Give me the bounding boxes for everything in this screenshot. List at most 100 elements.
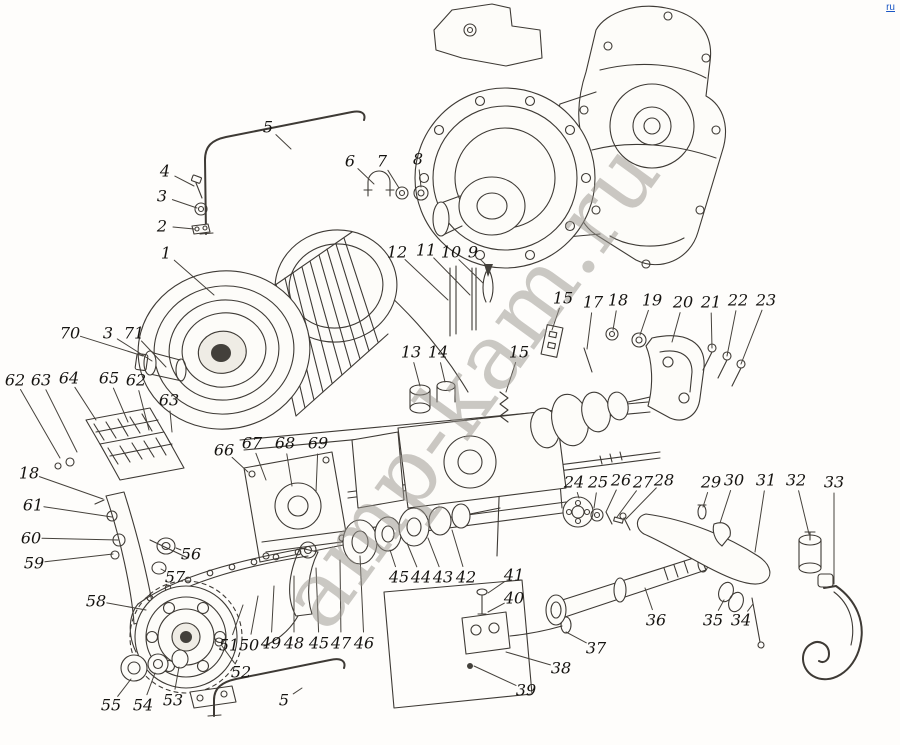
- part-label-49: 49: [260, 633, 282, 653]
- leader-line-53: [174, 666, 180, 690]
- leader-line-9: [480, 259, 488, 267]
- leader-line-60: [41, 537, 119, 541]
- leader-line-40: [487, 602, 505, 613]
- part-label-4: 4: [159, 161, 171, 181]
- leader-line-32: [798, 490, 810, 535]
- leader-line-55: [117, 678, 132, 697]
- leader-line-24: [576, 492, 580, 499]
- part-label-64: 64: [58, 368, 80, 388]
- leader-line-13: [413, 362, 421, 387]
- leader-line-18: [38, 476, 104, 500]
- part-label-43: 43: [432, 567, 454, 587]
- leader-line-61: [43, 506, 113, 518]
- leader-line-3: [171, 199, 198, 209]
- part-label-22: 22: [727, 290, 749, 310]
- hook-33: [802, 573, 863, 681]
- part-label-68: 68: [274, 433, 296, 453]
- leader-line-57: [160, 568, 166, 572]
- leader-line-36: [644, 587, 653, 611]
- part-label-2: 2: [156, 216, 168, 236]
- leader-line-63: [45, 389, 78, 453]
- part-label-3: 3: [102, 323, 114, 343]
- leader-line-17: [586, 312, 593, 350]
- leader-line-45: [389, 549, 396, 568]
- leader-line-10: [458, 259, 484, 284]
- leader-line-20: [671, 312, 681, 343]
- part-label-61: 61: [22, 495, 44, 515]
- part-label-8: 8: [412, 149, 424, 169]
- part-label-13: 13: [400, 342, 422, 362]
- leader-line-45: [315, 567, 320, 633]
- part-label-63: 63: [158, 390, 180, 410]
- part-label-33: 33: [823, 472, 845, 492]
- lever-assembly: [636, 504, 771, 649]
- leader-line-30: [719, 490, 732, 524]
- leader-line-54: [146, 672, 156, 696]
- part-label-11: 11: [415, 240, 437, 260]
- leader-line-12: [404, 259, 449, 301]
- part-label-52: 52: [230, 662, 252, 682]
- part-label-37: 37: [585, 638, 607, 658]
- leader-line-4: [174, 175, 195, 187]
- part-label-5: 5: [278, 690, 290, 710]
- bracket-20: [645, 335, 746, 421]
- coupling-discs: [530, 324, 673, 449]
- part-label-51: 51: [218, 635, 240, 655]
- part-label-23: 23: [755, 290, 777, 310]
- leader-line-44: [406, 542, 418, 568]
- leader-line-5: [275, 134, 292, 150]
- part-label-14: 14: [427, 342, 449, 362]
- part-label-28: 28: [653, 470, 675, 490]
- leader-line-64: [74, 386, 97, 421]
- part-label-70: 70: [59, 323, 81, 343]
- leader-line-25: [593, 492, 597, 509]
- part-label-18: 18: [18, 463, 40, 483]
- part-label-67: 67: [241, 433, 263, 453]
- leader-line-62: [138, 390, 150, 431]
- part-label-58: 58: [85, 591, 107, 611]
- leader-line-69: [315, 453, 319, 493]
- leader-line-65: [112, 387, 129, 423]
- part-label-1: 1: [160, 243, 172, 263]
- leader-line-67: [255, 452, 267, 481]
- corner-link[interactable]: ru: [886, 2, 895, 13]
- leader-line-26: [605, 489, 617, 513]
- part-label-41: 41: [503, 565, 525, 585]
- part-label-29: 29: [700, 472, 722, 492]
- part-label-45: 45: [308, 633, 330, 653]
- leader-line-1: [173, 259, 215, 296]
- leader-line-6: [357, 168, 375, 185]
- part-label-36: 36: [645, 610, 667, 630]
- leader-line-59: [44, 553, 114, 563]
- leader-line-50: [250, 595, 259, 635]
- leader-lines: [20, 134, 835, 697]
- part-label-15: 15: [508, 342, 530, 362]
- part-label-63: 63: [30, 370, 52, 390]
- part-label-39: 39: [515, 680, 537, 700]
- part-label-55: 55: [100, 695, 122, 715]
- leader-line-71: [141, 340, 167, 368]
- part-label-3: 3: [156, 186, 168, 206]
- part-label-27: 27: [632, 472, 654, 492]
- part-label-30: 30: [723, 470, 745, 490]
- leader-line-3: [116, 338, 153, 362]
- winch-drum: [134, 229, 469, 430]
- gear-housing: [351, 380, 567, 509]
- clutch-fork: [263, 541, 319, 647]
- leader-line-27: [616, 490, 637, 518]
- part-label-12: 12: [386, 242, 408, 262]
- part-label-19: 19: [641, 290, 663, 310]
- leader-line-46: [359, 555, 364, 633]
- part-label-62: 62: [125, 370, 147, 390]
- part-label-31: 31: [755, 470, 777, 490]
- part-label-45: 45: [388, 567, 410, 587]
- leader-line-51: [232, 604, 244, 636]
- part-label-6: 6: [344, 151, 356, 171]
- leader-line-23: [740, 309, 763, 365]
- leader-line-47: [339, 559, 342, 633]
- drive-shaft-36: [545, 553, 709, 626]
- part-label-17: 17: [582, 292, 604, 312]
- part-label-5: 5: [262, 117, 274, 137]
- leader-line-31: [754, 490, 765, 553]
